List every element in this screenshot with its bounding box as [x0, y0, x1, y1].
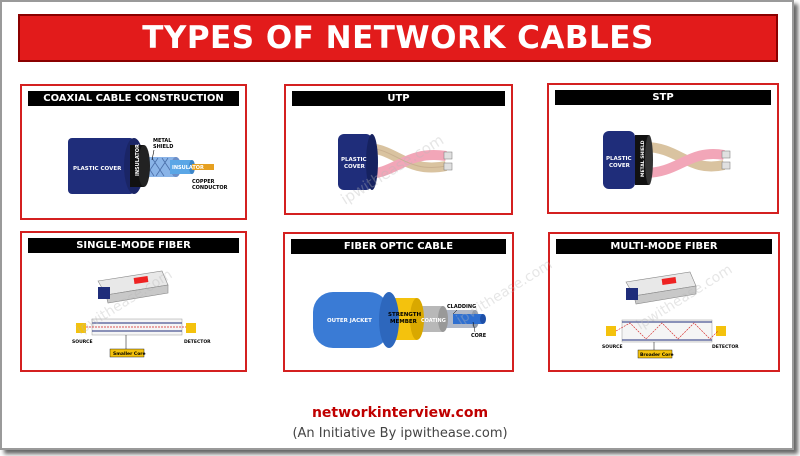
label-smf-core-note: Smaller Core [113, 351, 146, 357]
panel-title-stp: STP [555, 90, 771, 105]
label-cladding: CLADDING [447, 304, 476, 310]
label-smf-detector: DETECTOR [184, 339, 211, 345]
label-metal-shield-2: SHIELD [153, 144, 173, 150]
coax-plastic-cover-shape [68, 138, 134, 194]
label-insulator-inner: INSULATOR [172, 165, 204, 171]
label-strength-1: STRENGTH [388, 312, 421, 318]
label-copper-2: CONDUCTOR [192, 185, 228, 191]
label-plastic-cover: PLASTIC COVER [73, 166, 122, 172]
page-frame [0, 0, 794, 450]
label-copper-1: COPPER [192, 179, 215, 185]
panel-fiber-optic-cable: FIBER OPTIC CABLE OUTER JACKET STRENGTH … [283, 232, 514, 372]
utp-cable-illustration: PLASTIC COVER [338, 134, 453, 190]
label-strength-2: MEMBER [390, 319, 418, 325]
label-stp-plastic-2: COVER [609, 163, 631, 169]
label-utp-plastic-1: PLASTIC [341, 157, 367, 163]
label-smf-source: SOURCE [72, 339, 93, 345]
panel-utp: UTP PLASTIC COVER [284, 84, 513, 215]
fiber-optic-cable-illustration: OUTER JACKET STRENGTH MEMBER COATING CLA… [313, 292, 487, 348]
label-core: CORE [471, 333, 487, 339]
label-mmf-core-note: Broader Core [640, 352, 674, 358]
single-mode-fiber-illustration: SOURCE DETECTOR Smaller Core [72, 270, 211, 358]
panel-title-utp: UTP [292, 91, 505, 106]
label-stp-metal-shield: METAL SHIELD [640, 140, 646, 177]
footer-initiative: (An Initiative By ipwithease.com) [292, 426, 508, 441]
label-metal-shield-1: METAL [153, 138, 172, 144]
title-banner: TYPES OF NETWORK CABLES [18, 14, 778, 62]
coaxial-cable-illustration: PLASTIC COVER INSULATOR METAL SHIELD INS… [68, 138, 228, 194]
panel-title-fiber: FIBER OPTIC CABLE [291, 239, 506, 254]
panel-stp: STP PLASTIC COVER METAL SHIELD [547, 83, 779, 214]
label-mmf-detector: DETECTOR [712, 344, 739, 350]
panel-title-coaxial: COAXIAL CABLE CONSTRUCTION [28, 91, 239, 106]
label-insulator-outer: INSULATOR [135, 144, 141, 176]
panel-multi-mode-fiber: MULTI-MODE FIBER SOURCE DETECTOR Broader… [548, 232, 780, 372]
multi-mode-fiber-illustration: SOURCE DETECTOR Broader Core [602, 271, 739, 359]
panel-single-mode-fiber: SINGLE-MODE FIBER SOURCE DETECTOR Smalle… [20, 231, 247, 372]
label-utp-plastic-2: COVER [344, 164, 366, 170]
footer-site-name: networkinterview.com [311, 405, 489, 421]
label-mmf-source: SOURCE [602, 344, 623, 350]
label-coating: COATING [421, 318, 446, 324]
page-title: TYPES OF NETWORK CABLES [142, 20, 654, 56]
stp-cable-illustration: PLASTIC COVER METAL SHIELD [603, 131, 731, 189]
label-outer-jacket: OUTER JACKET [327, 318, 372, 324]
panel-title-smf: SINGLE-MODE FIBER [28, 238, 239, 253]
label-stp-plastic-1: PLASTIC [606, 156, 632, 162]
panel-title-mmf: MULTI-MODE FIBER [556, 239, 772, 254]
panel-coaxial: COAXIAL CABLE CONSTRUCTION PLASTIC COVER… [20, 84, 247, 220]
